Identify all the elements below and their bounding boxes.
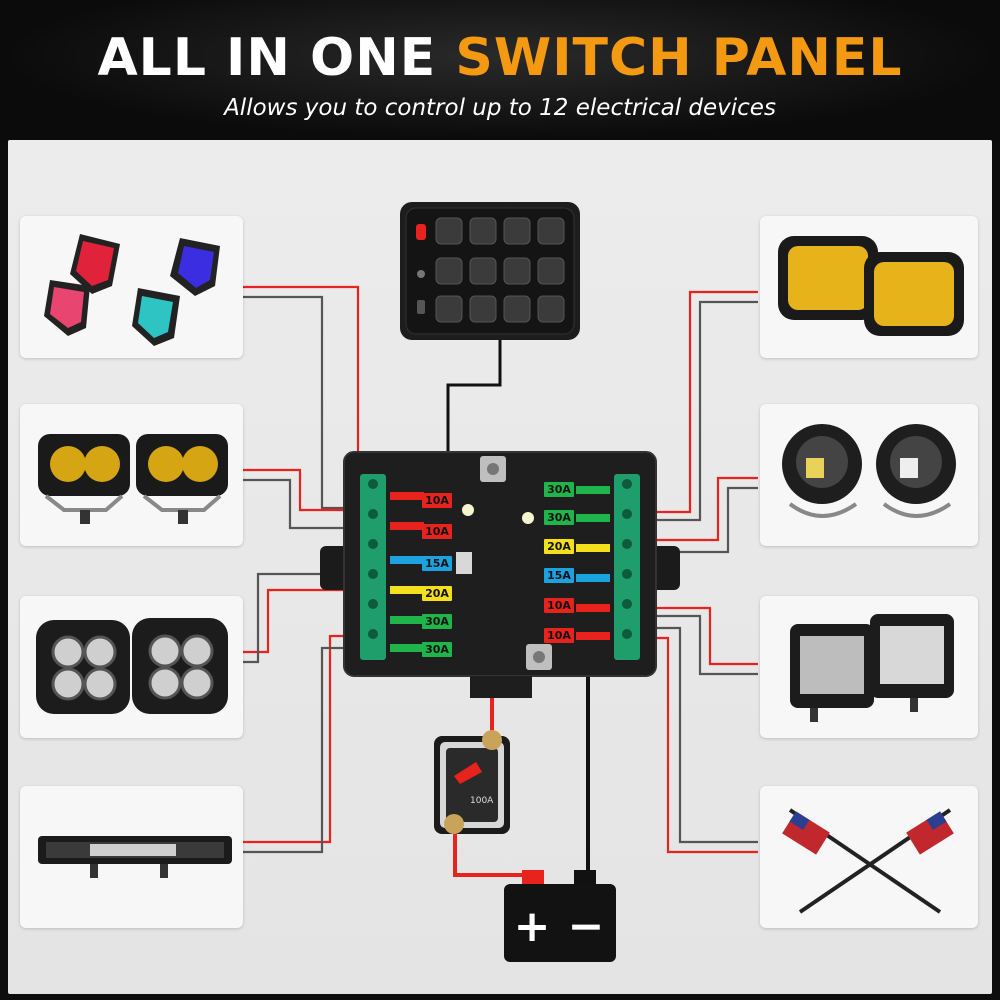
fuse-label-right-2: 30A <box>544 510 574 525</box>
fuse-label-left-4: 20A <box>422 586 452 601</box>
device-card-amber-offroad-lights <box>760 216 978 358</box>
fuse-label-left-5: 30A <box>422 614 452 629</box>
wire-right-1-red <box>640 290 758 514</box>
terminal-strip-right <box>614 474 640 660</box>
rock-light-red <box>70 234 120 294</box>
whip-flag-left <box>782 808 942 914</box>
device-card-led-cube-pods <box>20 596 243 738</box>
fuse-blades-right <box>576 486 610 640</box>
amber-light-1 <box>778 236 878 320</box>
wire-left-1-black <box>243 295 358 510</box>
power-indicator <box>416 224 426 240</box>
round-fog-light-1 <box>782 424 862 518</box>
power-wire-red-bottom <box>453 822 530 877</box>
whip-flag-right <box>798 808 954 914</box>
yellow-fog-pods-image <box>38 434 228 524</box>
cube-pod-1 <box>36 620 130 714</box>
white-pod-2 <box>870 614 954 712</box>
fuse-label-right-5: 10A <box>544 598 574 613</box>
device-card-rock-lights <box>20 216 243 358</box>
fog-pod-2 <box>136 434 228 524</box>
wire-right-3-red <box>640 606 758 666</box>
rock-light-teal <box>132 288 180 346</box>
fuse-label-right-4: 15A <box>544 568 574 583</box>
wire-right-2-black <box>640 486 758 554</box>
amber-offroad-lights-image <box>778 236 964 336</box>
led-light-bar-image <box>38 836 232 878</box>
rock-light-pink <box>44 280 90 336</box>
fuse-label-left-1: 10A <box>422 493 452 508</box>
fuse-label-right-3: 20A <box>544 539 574 554</box>
fuse-label-right-1: 30A <box>544 482 574 497</box>
battery-plus-sign: + <box>513 901 551 952</box>
device-card-round-fog-lights <box>760 404 978 546</box>
subtitle: Allows you to control up to 12 electrica… <box>224 95 776 121</box>
battery-positive-terminal <box>522 870 544 886</box>
page-title: ALL IN ONE SWITCH PANEL <box>0 28 1000 88</box>
fuse-label-left-2: 10A <box>422 524 452 539</box>
rock-light-blue <box>170 238 220 296</box>
wire-right-4-black <box>640 626 758 844</box>
device-card-led-light-bar <box>20 786 243 928</box>
round-fog-lights-image <box>782 424 956 518</box>
rock-lights-image <box>44 234 220 346</box>
battery <box>504 870 616 962</box>
cube-pod-2 <box>132 618 228 714</box>
battery-negative-terminal <box>574 870 596 886</box>
led-cube-pods-image <box>36 618 228 714</box>
wire-right-1-black <box>640 300 758 522</box>
wire-left-2-black <box>243 478 358 530</box>
wire-left-4-black <box>243 646 358 854</box>
wire-right-3-black <box>640 614 758 676</box>
title-orange: SWITCH PANEL <box>455 28 903 88</box>
fuse-box <box>320 451 680 698</box>
round-fog-light-2 <box>876 424 956 518</box>
device-card-white-cube-pods <box>760 596 978 738</box>
terminal-strip-left <box>360 474 386 660</box>
fog-pod-1 <box>38 434 130 524</box>
device-card-yellow-fog-pods <box>20 404 243 546</box>
wire-right-2-red <box>640 476 758 542</box>
breaker-rating: 100A <box>470 796 494 806</box>
fuse-label-right-6: 10A <box>544 628 574 643</box>
circuit-breaker <box>434 730 510 834</box>
wire-left-3-black <box>243 572 358 664</box>
fuse-label-left-6: 30A <box>422 642 452 657</box>
amber-light-2 <box>864 252 964 336</box>
title-white: ALL IN ONE <box>97 28 437 88</box>
device-card-led-whip-flags <box>760 786 978 928</box>
fuse-blades-left <box>390 492 424 652</box>
header-banner: ALL IN ONE SWITCH PANEL Allows you to co… <box>0 0 1000 140</box>
battery-minus-sign: − <box>567 901 605 952</box>
light-bar <box>38 836 232 878</box>
white-cube-pods-image <box>790 614 954 722</box>
fuse-label-left-3: 15A <box>422 556 452 571</box>
wire-left-3-red <box>243 588 358 654</box>
white-pod-1 <box>790 624 874 722</box>
led-whip-flags-image <box>782 808 954 914</box>
breaker-terminal-top <box>482 730 502 750</box>
switch-keypad <box>400 202 580 340</box>
breaker-terminal-bottom <box>444 814 464 834</box>
wire-left-2-red <box>243 468 358 512</box>
breaker-reset-lever <box>454 762 482 784</box>
wire-left-1-red <box>243 285 360 490</box>
